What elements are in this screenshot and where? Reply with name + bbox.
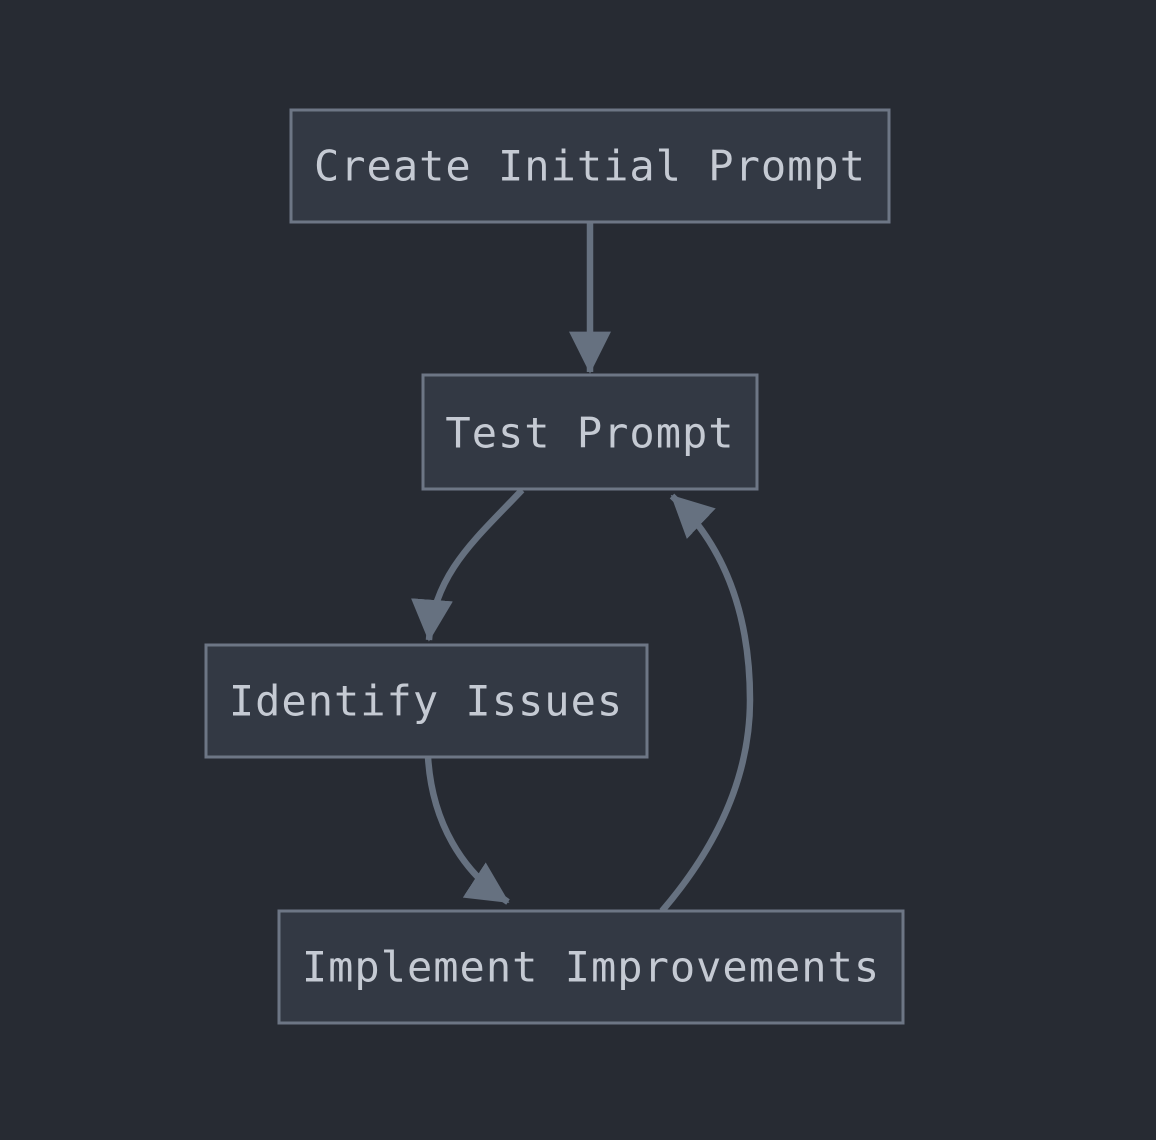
arrow-identify-to-implement [424, 756, 510, 905]
edge-identify-to-implement [424, 756, 510, 905]
node-identify-issues-box [204, 643, 649, 759]
node-identify-issues: Identify Issues [204, 643, 649, 759]
node-test-prompt: Test Prompt [421, 373, 759, 491]
node-identify-issues-label: Identify Issues [229, 677, 623, 726]
node-test-prompt-box [421, 373, 759, 491]
node-create-initial-prompt: Create Initial Prompt [289, 108, 891, 224]
node-test-prompt-label: Test Prompt [445, 409, 734, 458]
arrow-implement-to-test [659, 493, 754, 914]
arrow-test-to-identify [411, 487, 525, 642]
node-implement-improvements-box [277, 909, 905, 1025]
node-create-initial-prompt-label: Create Initial Prompt [314, 142, 866, 191]
node-implement-improvements-label: Implement Improvements [302, 943, 880, 992]
node-create-initial-prompt-box [289, 108, 891, 224]
node-implement-improvements: Implement Improvements [277, 909, 905, 1025]
edge-implement-to-test [659, 493, 754, 914]
edge-test-to-identify [411, 487, 525, 642]
